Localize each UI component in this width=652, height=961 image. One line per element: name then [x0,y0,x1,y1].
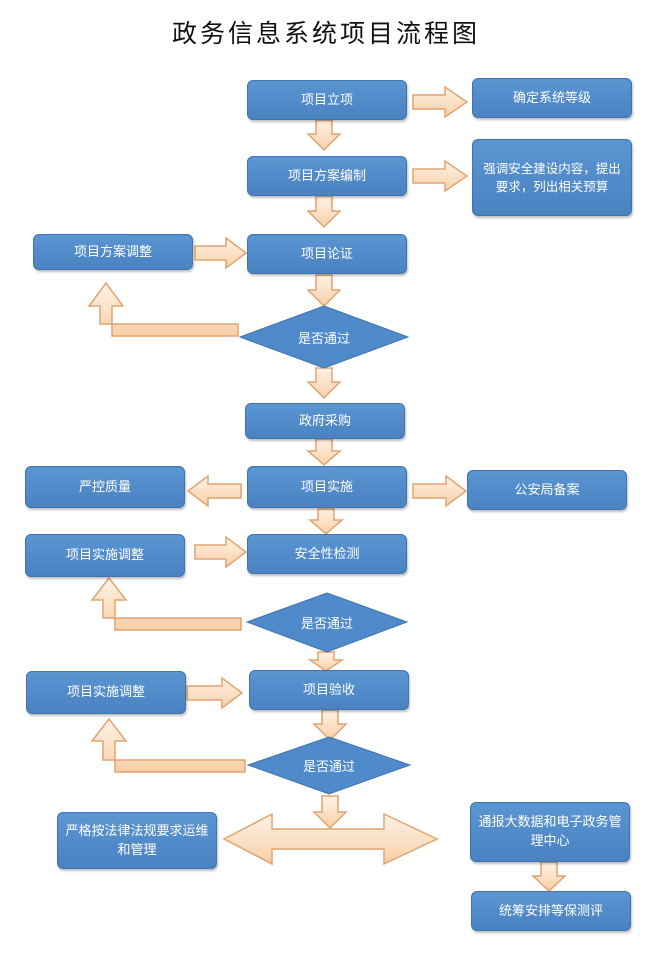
decision-2-label: 是否通过 [300,617,353,632]
node-notify-big-data-center: 通报大数据和电子政务管理中心 [470,802,630,862]
arrow-down-2 [306,195,342,229]
arrow-return-1 [87,281,239,337]
node-project-review: 项目论证 [247,234,407,274]
arrow-down-8 [312,709,348,742]
decision-3-label: 是否通过 [302,760,355,775]
node-project-implementation: 项目实施 [247,466,407,508]
node-plan-compilation: 项目方案编制 [247,156,407,196]
arrow-right-1 [412,85,469,119]
node-determine-level: 确定系统等级 [472,78,632,118]
arrow-down-6 [308,508,344,535]
node-implementation-adjustment-1: 项目实施调整 [25,534,185,577]
arrow-down-5 [306,438,342,466]
decision-diamond-2 [245,592,409,653]
arrow-left-1 [186,474,242,508]
decision-1-label: 是否通过 [297,332,350,347]
arrow-right-6 [186,676,244,710]
node-plan-adjustment: 项目方案调整 [33,234,193,270]
arrow-down-9 [312,795,348,830]
arrow-return-2 [90,576,242,631]
arrow-right-4 [412,474,468,508]
arrow-down-3 [306,274,342,308]
arrow-down-10 [531,861,567,893]
node-project-acceptance: 项目验收 [249,670,409,710]
decision-diamond-3 [246,736,412,795]
node-government-procurement: 政府采购 [245,403,405,439]
diagram-title: 政务信息系统项目流程图 [171,19,480,48]
node-quality-control: 严控质量 [25,466,185,508]
arrow-return-3 [90,717,246,773]
node-operation-maintenance: 严格按法律法规要求运维和管理 [57,812,217,869]
node-police-filing: 公安局备案 [467,470,627,510]
node-security-testing: 安全性检测 [247,534,407,574]
node-implementation-adjustment-2: 项目实施调整 [26,671,186,714]
arrow-right-5 [194,535,248,569]
arrow-right-2 [412,159,469,193]
node-security-requirements: 强调安全建设内容，提出要求，列出相关预算 [472,139,632,216]
node-graded-protection-evaluation: 统筹安排等保测评 [471,891,631,931]
arrow-down-1 [306,119,342,152]
arrow-down-4 [306,367,342,400]
node-project-initiation: 项目立项 [247,80,407,120]
decision-diamond-1 [238,305,410,369]
arrow-right-3 [194,236,248,270]
arrow-double [222,812,439,866]
arrow-down-7 [307,651,345,672]
